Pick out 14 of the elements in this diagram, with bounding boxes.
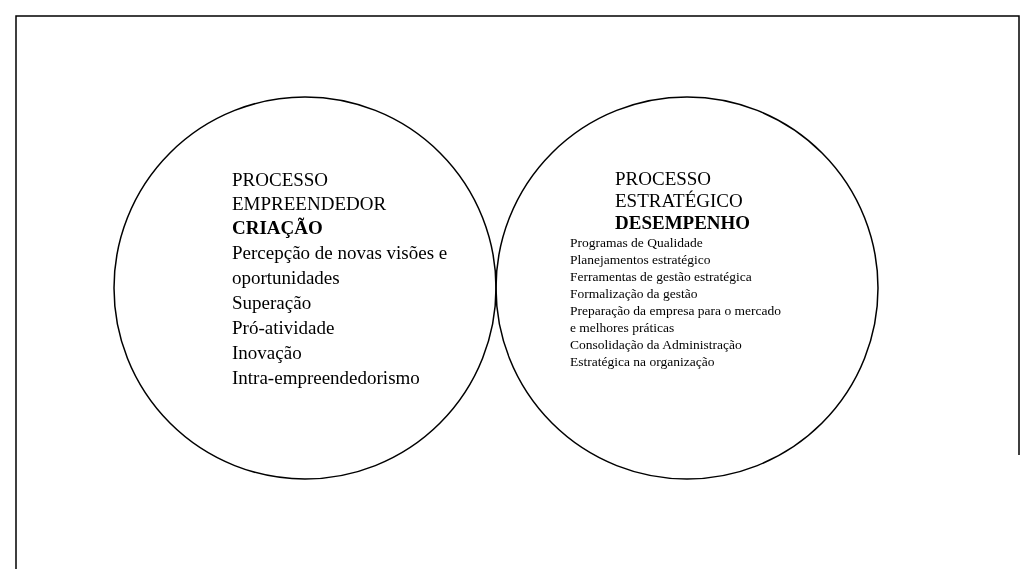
list-item: Consolidação da Administração Estratégica na organização — [570, 336, 743, 370]
list-item: Superação — [232, 291, 313, 315]
list-item: Formalização da gestão — [570, 285, 699, 302]
list-item: Intra-empreendedorismo — [232, 366, 421, 390]
list-item: Percepção de novas visões e oportunidades — [232, 241, 449, 290]
list-item: Programas de Qualidade — [570, 234, 704, 251]
heading: PROCESSO ESTRATÉGICO — [614, 168, 744, 212]
list-item: Inovação — [232, 341, 303, 365]
list-item: Planejamentos estratégico — [570, 251, 712, 268]
list-item: Preparação da empresa para o mercado e melhores práticas — [570, 302, 782, 336]
subheading: CRIAÇÃO — [232, 216, 324, 240]
list-item: Ferramentas de gestão estratégica — [570, 268, 753, 285]
heading: PROCESSO EMPREENDEDOR — [232, 168, 388, 216]
list-item: Pró-atividade — [232, 316, 336, 340]
